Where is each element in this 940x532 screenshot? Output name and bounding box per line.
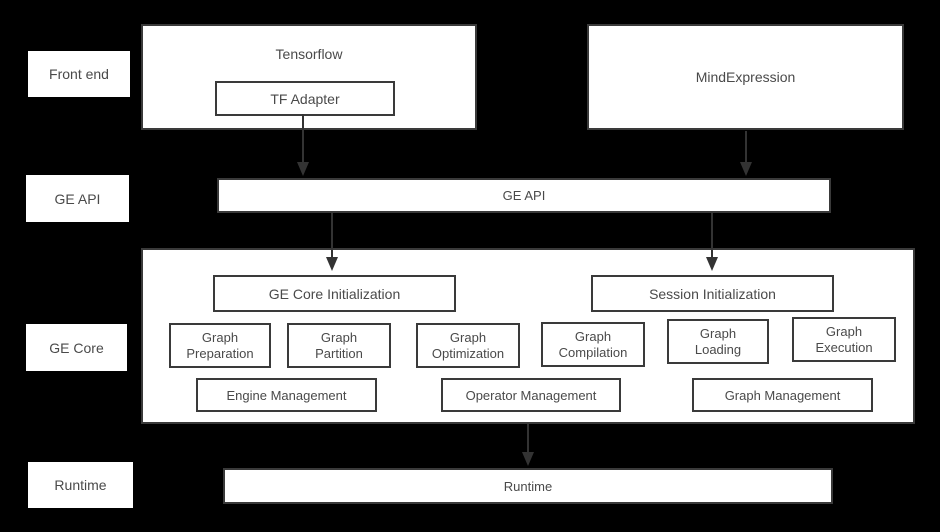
session-initialization-box: Session Initialization <box>591 275 834 312</box>
ge-core-initialization-box: GE Core Initialization <box>213 275 456 312</box>
arrow-ge-core-to-runtime-shaft <box>527 424 529 454</box>
arrow-ge-api-to-session-init-shaft <box>711 213 713 259</box>
graph-management-box: Graph Management <box>692 378 873 412</box>
engine-management-box: Engine Management <box>196 378 377 412</box>
mindexpression-box: MindExpression <box>587 24 904 130</box>
runtime-bar: Runtime <box>223 468 833 504</box>
module-graph-partition: Graph Partition <box>287 323 391 368</box>
arrow-mindexpression-to-ge-api-head <box>740 162 752 176</box>
row-label-front-end: Front end <box>28 51 130 97</box>
tf-adapter-box: TF Adapter <box>215 81 395 116</box>
arrow-mindexpression-to-ge-api-shaft <box>745 131 747 164</box>
arrow-tf-adapter-to-ge-api-shaft <box>302 114 304 164</box>
tensorflow-title: Tensorflow <box>275 45 343 62</box>
module-graph-compilation: Graph Compilation <box>541 322 645 367</box>
row-label-runtime: Runtime <box>28 462 133 508</box>
arrow-ge-core-to-runtime-head <box>522 452 534 466</box>
module-graph-execution: Graph Execution <box>792 317 896 362</box>
module-graph-preparation: Graph Preparation <box>169 323 271 368</box>
row-label-ge-api: GE API <box>26 175 129 222</box>
module-graph-loading: Graph Loading <box>667 319 769 364</box>
arrow-tf-adapter-to-ge-api-head <box>297 162 309 176</box>
ge-core-box: GE Core Initialization Session Initializ… <box>141 248 915 424</box>
operator-management-box: Operator Management <box>441 378 621 412</box>
arrow-ge-api-to-core-init-head <box>326 257 338 271</box>
ge-api-bar: GE API <box>217 178 831 213</box>
arrow-ge-api-to-session-init-head <box>706 257 718 271</box>
arrow-ge-api-to-core-init-shaft <box>331 213 333 259</box>
tensorflow-box: Tensorflow TF Adapter <box>141 24 477 130</box>
module-graph-optimization: Graph Optimization <box>416 323 520 368</box>
row-label-ge-core: GE Core <box>26 324 127 371</box>
